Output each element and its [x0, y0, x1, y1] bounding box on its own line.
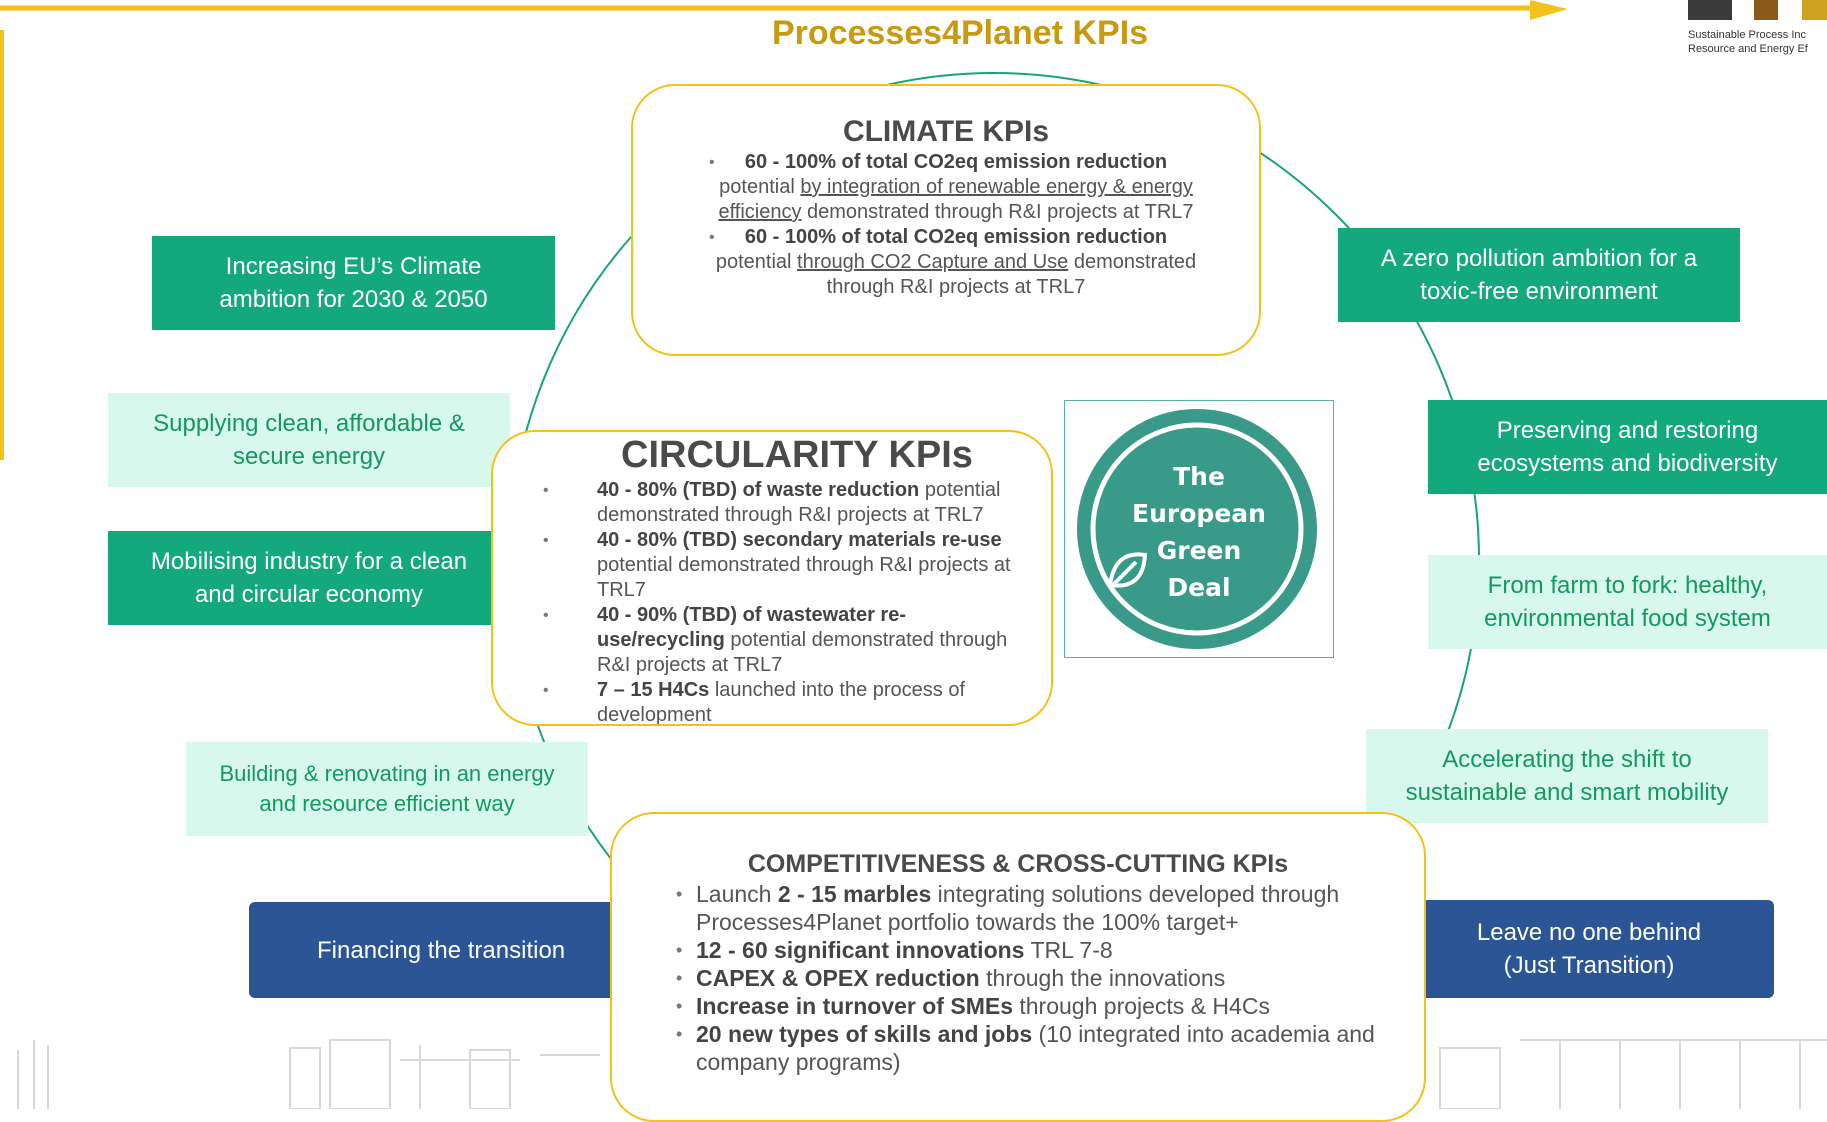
list-item: 7 – 15 H4Cs launched into the process of…	[513, 678, 1021, 724]
climate-kpi-list: 60 - 100% of total CO2eq emission reduct…	[673, 150, 1219, 300]
list-item: CAPEX & OPEX reduction through the innov…	[652, 964, 1384, 992]
green-deal-badge	[1064, 400, 1334, 658]
circularity-kpi-box: CIRCULARITY KPIs 40 - 80% (TBD) of waste…	[491, 430, 1053, 726]
logo-mark-dark	[1688, 0, 1732, 20]
green-deal-text: The European Green Deal	[1132, 462, 1266, 602]
pill-farm-to-fork: From farm to fork: healthy, environmenta…	[1428, 555, 1827, 649]
competitiveness-kpi-box: COMPETITIVENESS & CROSS-CUTTING KPIs Lau…	[610, 812, 1426, 1122]
competitiveness-kpi-list: Launch 2 - 15 marbles integrating soluti…	[652, 880, 1384, 1076]
list-item: 40 - 90% (TBD) of wastewater re-use/recy…	[513, 603, 1021, 678]
list-item: 60 - 100% of total CO2eq emission reduct…	[673, 150, 1219, 225]
logo-mark-brown	[1754, 0, 1778, 20]
pill-no-one-behind: Leave no one behind (Just Transition)	[1404, 900, 1774, 998]
pill-ecosystems: Preserving and restoring ecosystems and …	[1428, 400, 1827, 494]
page-title: Processes4Planet KPIs	[771, 14, 1149, 52]
building-sketch	[17, 1039, 1827, 1109]
list-item: 40 - 80% (TBD) of waste reduction potent…	[513, 478, 1021, 528]
list-item: Increase in turnover of SMEs through pro…	[652, 992, 1384, 1020]
pill-climate-ambition: Increasing EU’s Climate ambition for 203…	[152, 236, 555, 330]
list-item: 12 - 60 significant innovations TRL 7-8	[652, 936, 1384, 964]
pill-no-one-behind-line1: Leave no one behind	[1476, 919, 1702, 946]
pill-financing: Financing the transition	[249, 902, 629, 998]
logo-mark-gold	[1802, 0, 1827, 20]
logo-text-2: Resource and Energy Ef	[1688, 43, 1808, 55]
pill-no-one-behind-line2: (Just Transition)	[1503, 952, 1675, 979]
pill-zero-pollution: A zero pollution ambition for a toxic-fr…	[1338, 228, 1740, 322]
green-deal-ring	[1090, 422, 1304, 636]
pill-clean-energy: Supplying clean, affordable & secure ene…	[108, 393, 510, 487]
climate-kpi-heading: CLIMATE KPIs	[842, 115, 1050, 148]
top-arrow-head	[1530, 0, 1568, 20]
competitiveness-kpi-heading: COMPETITIVENESS & CROSS-CUTTING KPIs	[747, 850, 1289, 878]
leaf-icon	[1107, 552, 1148, 588]
logo-text-1: Sustainable Process Inc	[1688, 29, 1807, 41]
list-item: 20 new types of skills and jobs (10 inte…	[652, 1020, 1384, 1076]
pill-mobility: Accelerating the shift to sustainable an…	[1366, 729, 1768, 823]
left-yellow-rule	[0, 30, 4, 460]
circularity-kpi-heading: CIRCULARITY KPIs	[621, 434, 973, 476]
circularity-kpi-list: 40 - 80% (TBD) of waste reduction potent…	[513, 478, 1021, 724]
list-item: 40 - 80% (TBD) secondary materials re-us…	[513, 528, 1021, 603]
list-item: Launch 2 - 15 marbles integrating soluti…	[652, 880, 1384, 936]
logo: Sustainable Process Inc Resource and Ene…	[1684, 0, 1827, 62]
climate-kpi-box: CLIMATE KPIs 60 - 100% of total CO2eq em…	[631, 84, 1261, 356]
green-deal-circle	[1077, 409, 1317, 649]
pill-building-renovating: Building & renovating in an energy and r…	[186, 742, 588, 836]
list-item: 60 - 100% of total CO2eq emission reduct…	[673, 225, 1219, 300]
pill-mobilising-industry: Mobilising industry for a clean and circ…	[108, 531, 510, 625]
